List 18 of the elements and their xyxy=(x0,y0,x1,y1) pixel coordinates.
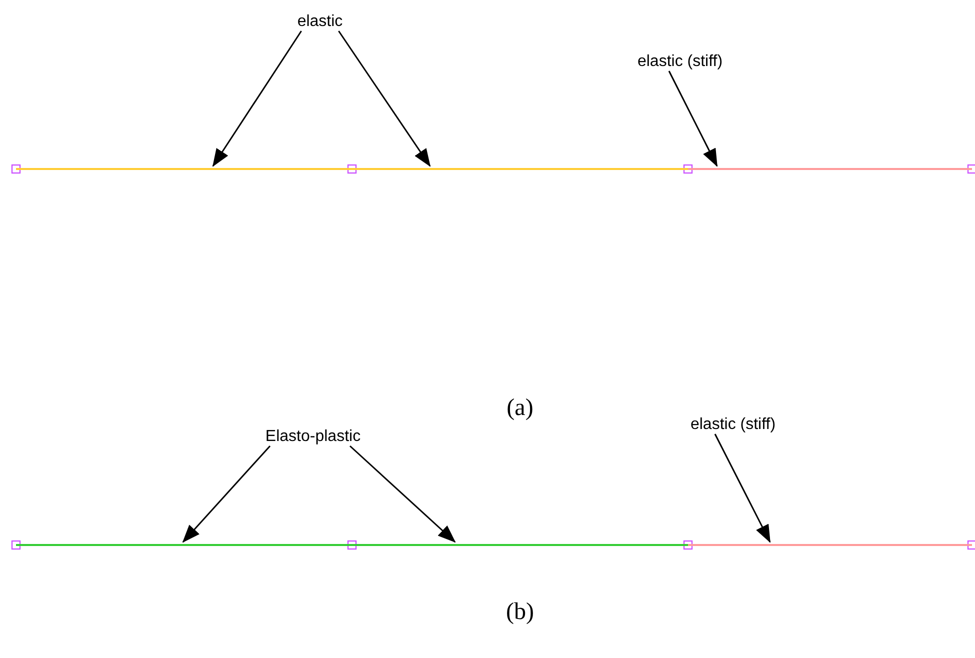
beam-element xyxy=(688,542,972,548)
beam-element xyxy=(688,166,972,172)
beam-element xyxy=(352,542,688,548)
leader-arrow xyxy=(212,30,302,167)
leader-arrow xyxy=(182,446,271,543)
beam-element xyxy=(16,166,352,172)
element-label: elastic (stiff) xyxy=(690,415,776,434)
leader-arrow xyxy=(338,30,431,167)
element-label: elastic xyxy=(297,12,343,31)
beam-element xyxy=(352,166,688,172)
subfigure-label: (a) xyxy=(506,395,534,421)
subfigure-label: (b) xyxy=(506,599,534,625)
leader-arrow xyxy=(714,434,771,543)
element-label: elastic (stiff) xyxy=(637,52,723,71)
leader-arrow xyxy=(350,445,456,543)
leader-arrow xyxy=(668,70,718,167)
beam-element xyxy=(16,542,352,548)
element-label: Elasto-plastic xyxy=(265,427,361,446)
